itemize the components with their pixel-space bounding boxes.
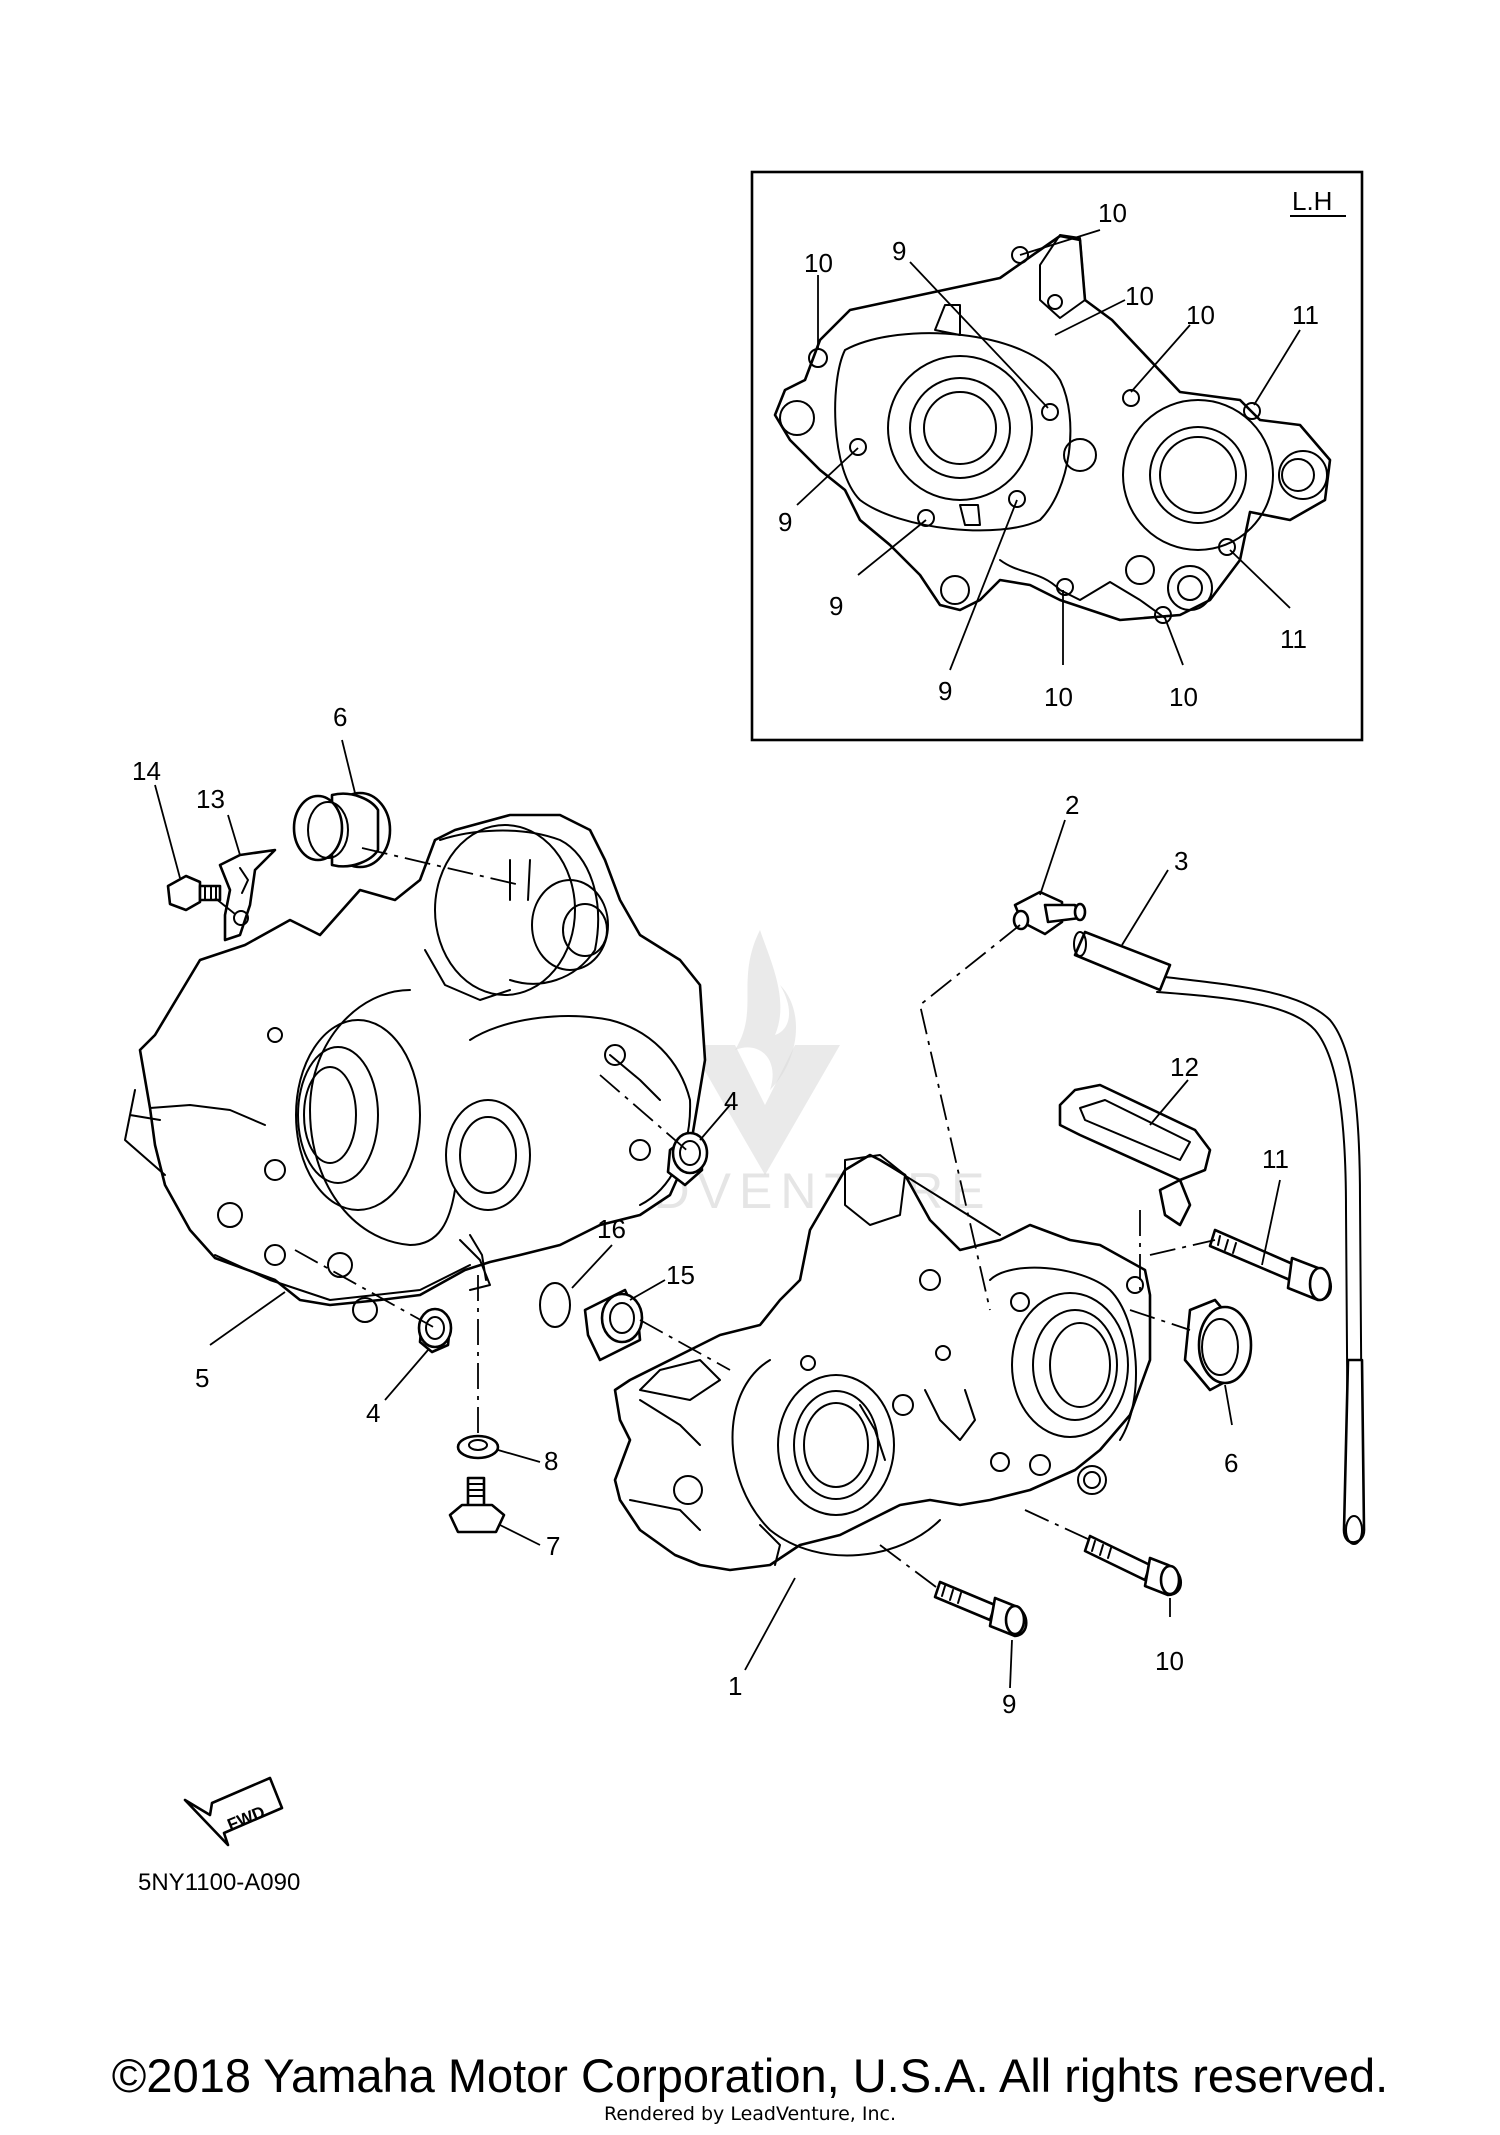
inset-callout-11: 11 [1280,624,1307,654]
long-bolt-11 [1208,1228,1333,1302]
fwd-arrow-icon: FWD [183,1776,284,1847]
inset-callout-5: 11 [1292,300,1319,330]
lh-inset: L.H [750,170,1364,742]
inset-callout-8: 9 [938,676,952,706]
callout-13: 7 [546,1531,560,1561]
inset-callout-4: 10 [1186,300,1215,330]
hose-3 [1073,930,1366,1545]
rendered-by-notice: Rendered by LeadVenture, Inc. [603,2103,897,2125]
inset-callout-1: 10 [804,248,833,278]
inset-callout-6: 9 [778,507,792,537]
inset-callout-0: 10 [1098,198,1127,228]
copyright-notice: ©2018 Yamaha Motor Corporation, U.S.A. A… [111,2049,1389,2102]
dowel-pin-upper [666,1131,709,1187]
callout-7: 4 [724,1086,738,1116]
callout-14: 6 [1224,1448,1238,1478]
bearing-lower [1183,1298,1253,1392]
callout-3: 2 [1065,790,1079,820]
callout-10: 5 [195,1363,209,1393]
callout-0: 6 [333,702,347,732]
washer-8 [456,1434,500,1460]
callout-6: 11 [1262,1144,1289,1174]
callout-2: 13 [196,784,225,814]
o-ring-16 [539,1282,571,1328]
bearing-upper [292,791,392,869]
guard-12 [1058,1083,1212,1227]
callout-15: 1 [728,1671,742,1701]
drain-bolt-7 [448,1476,506,1534]
inset-callout-7: 9 [829,591,843,621]
hose-fitting-2 [1012,890,1087,936]
inset-callout-2: 9 [892,236,906,266]
inset-label: L.H [1292,186,1332,216]
bolt-14 [166,874,222,912]
inset-frame [750,170,1364,742]
callout-12: 8 [544,1446,558,1476]
callout-5: 12 [1170,1052,1199,1082]
callout-11: 4 [366,1398,380,1428]
callout-4: 3 [1174,846,1188,876]
bracket-13 [218,848,277,942]
inset-crankcase-face [773,234,1332,624]
left-crankcase-half [124,813,707,1323]
callout-17: 10 [1155,1646,1184,1676]
collar-15 [583,1288,644,1362]
inset-callout-10: 10 [1169,682,1198,712]
right-crankcase-half [613,1153,1152,1572]
callout-16: 9 [1002,1689,1016,1719]
inset-callout-3: 10 [1125,281,1154,311]
callout-1: 14 [132,756,161,786]
dowel-pin-lower [417,1307,453,1354]
callout-8: 16 [597,1214,626,1244]
callout-9: 15 [666,1260,695,1290]
inset-callout-9: 10 [1044,682,1073,712]
part-code: 5NY1100-A090 [138,1869,300,1896]
bolt-10 [1083,1534,1183,1597]
bolt-9 [933,1580,1028,1638]
